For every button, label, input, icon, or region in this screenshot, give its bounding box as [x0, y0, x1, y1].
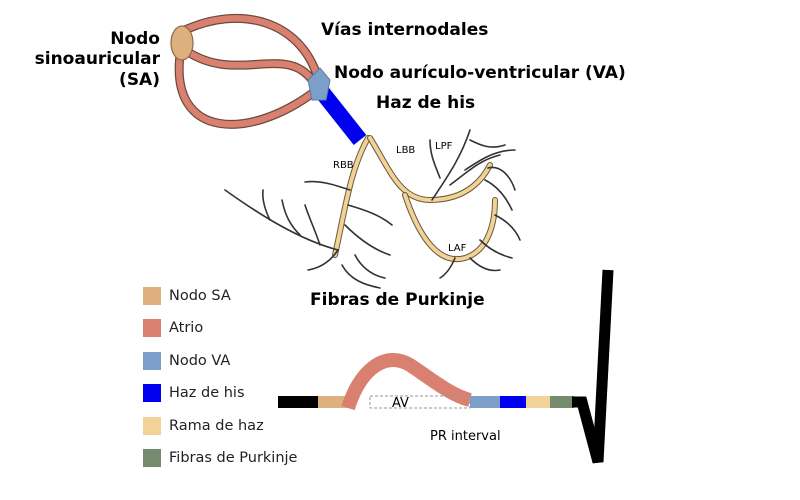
sa-node-label-line3: (SA) [119, 70, 160, 90]
legend-item-av: Nodo VA [143, 350, 343, 372]
ecg-p-wave [341, 353, 473, 411]
laf-label: LAF [448, 243, 467, 254]
ecg-strip: AV PR interval [278, 269, 614, 464]
legend-item-bundle: Rama de haz [143, 415, 343, 437]
legend-item-his: Haz de his [143, 382, 343, 404]
legend-swatch-av [143, 351, 161, 370]
legend-swatch-sa [143, 287, 161, 305]
av-node-label: Nodo aurículo-ventricular (VA) [334, 63, 626, 83]
legend-item-purkinje: Fibras de Purkinje [143, 447, 343, 469]
legend-label-bundle: Rama de haz [169, 417, 264, 434]
pr-interval-label: PR interval [430, 429, 501, 444]
lbb-label: LBB [396, 145, 415, 156]
av-node [307, 67, 331, 101]
legend: Nodo SA Atrio Nodo VA Haz de his Rama de… [143, 285, 343, 479]
ecg-sa-segment [318, 396, 348, 408]
ecg-qrs-complex [572, 269, 614, 464]
ecg-baseline-start [278, 396, 318, 408]
legend-item-sa: Nodo SA [143, 285, 343, 307]
ecg-bundle-segment [526, 396, 550, 408]
legend-label-purkinje: Fibras de Purkinje [169, 449, 298, 466]
legend-item-atrium: Atrio [143, 317, 343, 339]
av-segment-label: AV [392, 396, 409, 411]
legend-swatch-purkinje [143, 448, 161, 467]
bundle-of-his [315, 87, 367, 145]
purkinje-fibers [224, 129, 521, 289]
internodal-pathways [174, 13, 323, 129]
sa-node [170, 25, 194, 61]
legend-label-av: Nodo VA [169, 352, 231, 369]
his-label: Haz de his [376, 93, 475, 113]
sa-node-label-line1: Nodo [110, 29, 160, 49]
ecg-his-segment [500, 396, 526, 408]
sa-node-label-line2: sinoauricular [35, 49, 161, 69]
legend-label-his: Haz de his [169, 385, 245, 402]
legend-label-sa: Nodo SA [169, 288, 231, 304]
rbb-label: RBB [333, 160, 354, 171]
bundle-branches [332, 135, 498, 263]
legend-swatch-atrium [143, 319, 161, 338]
ecg-purkinje-segment [550, 396, 574, 408]
ecg-av-node-segment [470, 396, 500, 408]
legend-swatch-bundle [143, 416, 161, 435]
legend-swatch-his [143, 384, 161, 403]
legend-label-atrium: Atrio [169, 320, 204, 337]
purkinje-label: Fibras de Purkinje [310, 290, 485, 310]
lpf-label: LPF [435, 141, 453, 152]
internodal-label: Vías internodales [321, 20, 488, 40]
